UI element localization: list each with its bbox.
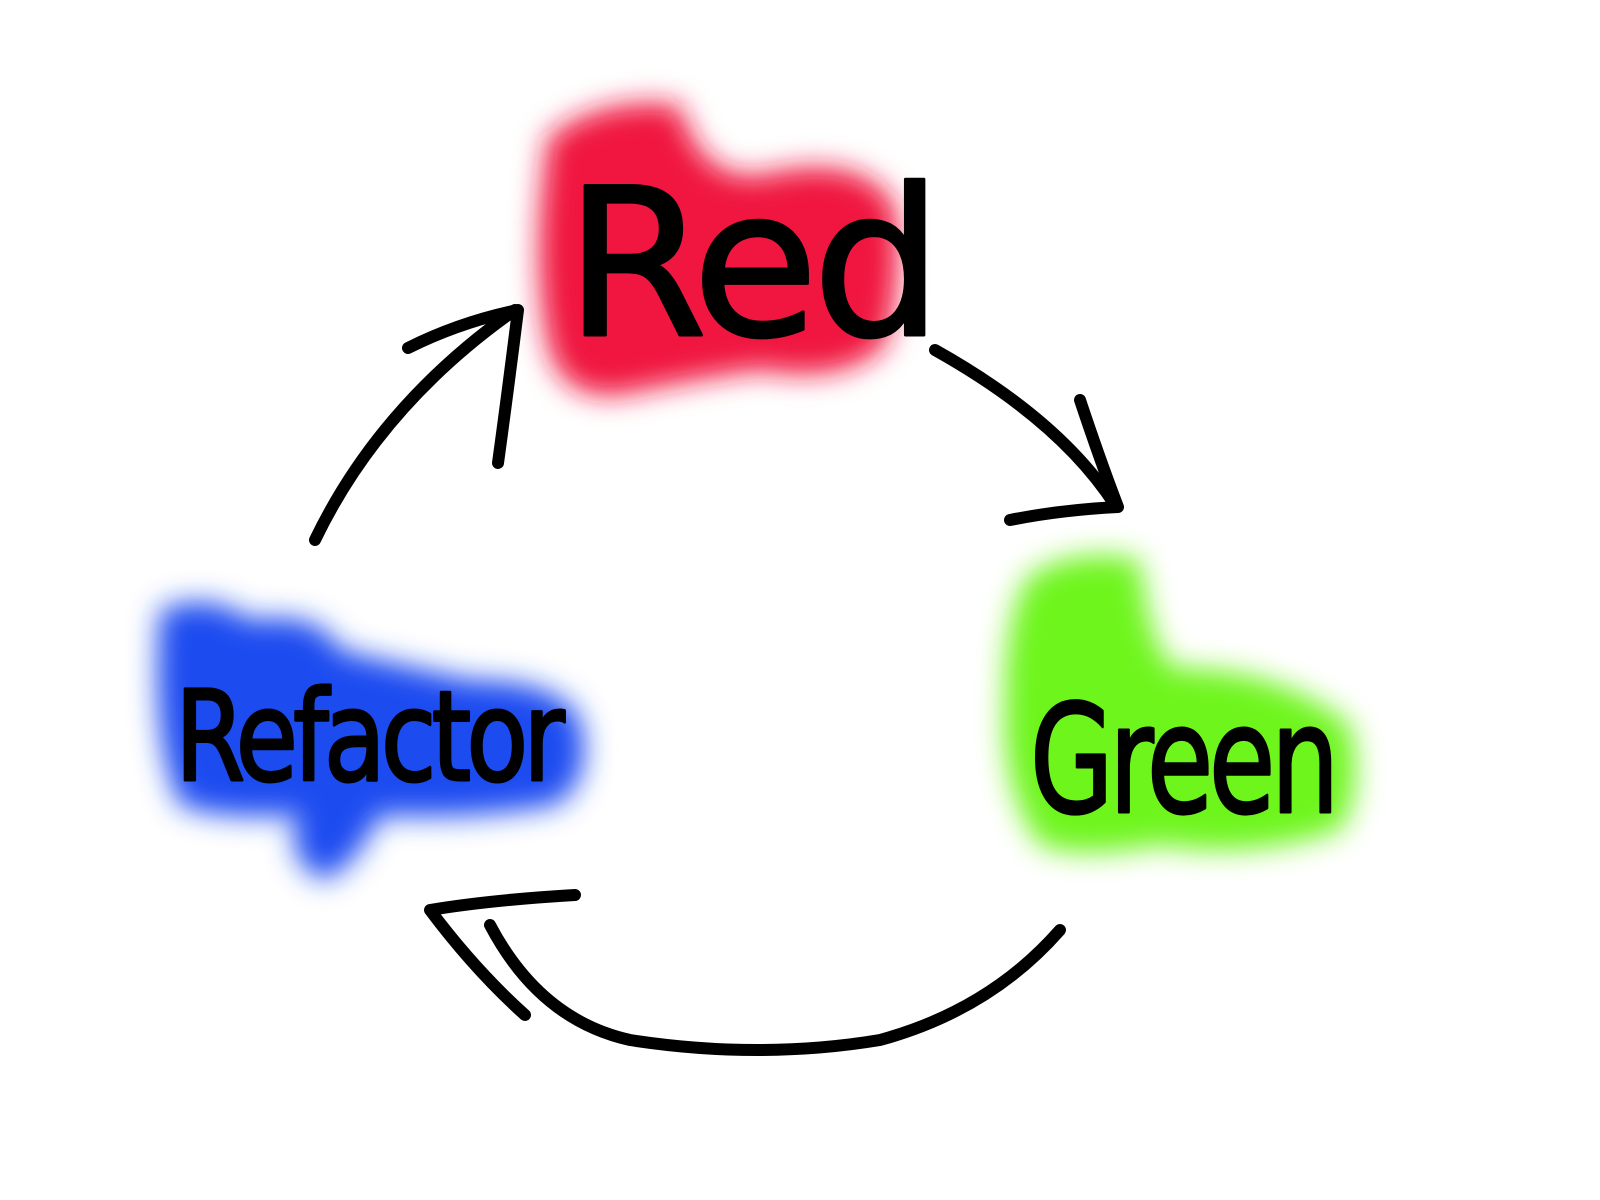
- arrow-green-to-refactor: [424, 889, 1066, 1056]
- arrow-green-to-refactor-shaft: [484, 919, 1066, 1056]
- green-label: Green: [1030, 674, 1335, 848]
- refactor-highlight: [157, 602, 585, 880]
- red-highlight-blob: [539, 103, 899, 396]
- arrow-refactor-to-red: [309, 304, 524, 546]
- arrow-refactor-to-red-head: [402, 304, 524, 469]
- green-highlight-blob: [1004, 555, 1356, 853]
- arrow-red-to-green: [929, 344, 1124, 526]
- arrow-red-to-green-head: [1004, 394, 1124, 526]
- red-label: Red: [565, 146, 936, 384]
- green-highlight: [1004, 555, 1356, 853]
- refactor-highlight-blob: [157, 602, 585, 880]
- arrow-green-to-refactor-head: [424, 889, 581, 1021]
- arrow-refactor-to-red-shaft: [309, 304, 521, 546]
- red-highlight: [539, 103, 899, 396]
- refactor-label: Refactor: [175, 665, 565, 810]
- arrow-red-to-green-shaft: [929, 344, 1121, 511]
